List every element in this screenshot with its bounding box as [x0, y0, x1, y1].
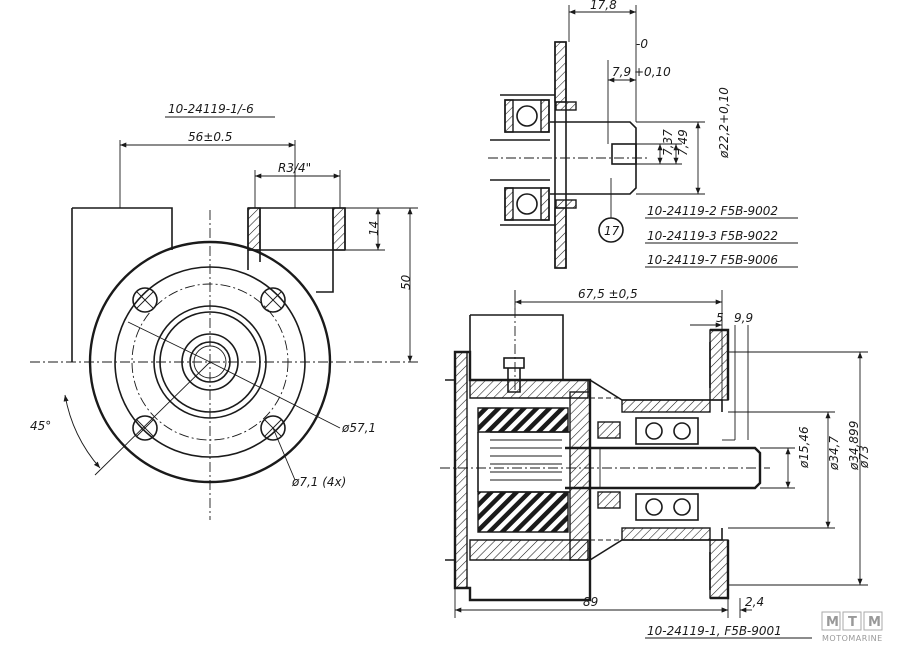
dim-angle: 45° — [30, 419, 51, 433]
left-front-view: 10-24119-1/-6 56±0.5 R3/4" 14 50 45° ø57… — [30, 102, 420, 520]
logo-letter: M — [868, 615, 881, 630]
callout-bubble — [598, 217, 624, 243]
dim-34-7: ø34,7 — [827, 436, 841, 471]
dim-9-9: 9,9 — [734, 311, 753, 325]
ref-line-3: 10-24119-7 F5B-9006 — [647, 253, 778, 267]
ref-number-left: 10-24119-1/-6 — [168, 102, 254, 116]
dim-7-37: 7,37 — [661, 129, 675, 156]
ref-line-2: 10-24119-3 F5B-9022 — [647, 229, 778, 243]
bolt-hole — [132, 287, 158, 313]
logo-letter: M — [826, 615, 839, 630]
logo-subtitle: MOTOMARINE — [822, 634, 883, 643]
dim-67-5: 67,5 ±0,5 — [578, 287, 638, 301]
top-right-shaft-view: 17,8 -0 7,9 +0,10 7,37 7,49 ø22,2+0,10 1… — [488, 0, 798, 269]
dim-7-49: 7,49 — [676, 129, 690, 156]
dim-89: 89 — [583, 595, 598, 609]
mtm-logo: M T M MOTOMARINE — [821, 611, 883, 643]
dim-thread: R3/4" — [278, 161, 311, 175]
dim-bolt-circle: ø57,1 — [341, 421, 376, 435]
dim-73: ø73 — [857, 445, 871, 469]
dim-15-46: ø15,46 — [797, 426, 811, 469]
callout-number: 17 — [604, 224, 620, 238]
ref-line-1: 10-24119-2 F5B-9002 — [647, 204, 778, 218]
tol-plus: +0,10 — [634, 65, 671, 79]
bolt-hole — [132, 415, 158, 441]
ref-number-bottom: 10-24119-1, F5B-9001 — [647, 624, 782, 638]
dim-width: 56±0.5 — [188, 130, 232, 144]
section-view: 67,5 ±0,5 5 9,9 ø15,46 ø34,7 ø34,899 ø73… — [440, 287, 871, 639]
dim-22-2: ø22,2+0,10 — [717, 87, 731, 159]
dim-34-899: ø34,899 — [847, 421, 861, 471]
bolt-hole — [260, 287, 286, 313]
dim-7-9: 7,9 — [612, 65, 631, 79]
logo-letter: T — [848, 615, 857, 630]
dim-17-8: 17,8 — [590, 0, 617, 12]
dim-holes: ø7,1 (4x) — [291, 475, 346, 489]
tol-minus: -0 — [636, 37, 648, 51]
dim-2-4: 2,4 — [745, 595, 764, 609]
dim-14: 14 — [367, 221, 381, 236]
dim-5: 5 — [716, 311, 724, 325]
dim-50: 50 — [399, 274, 413, 290]
